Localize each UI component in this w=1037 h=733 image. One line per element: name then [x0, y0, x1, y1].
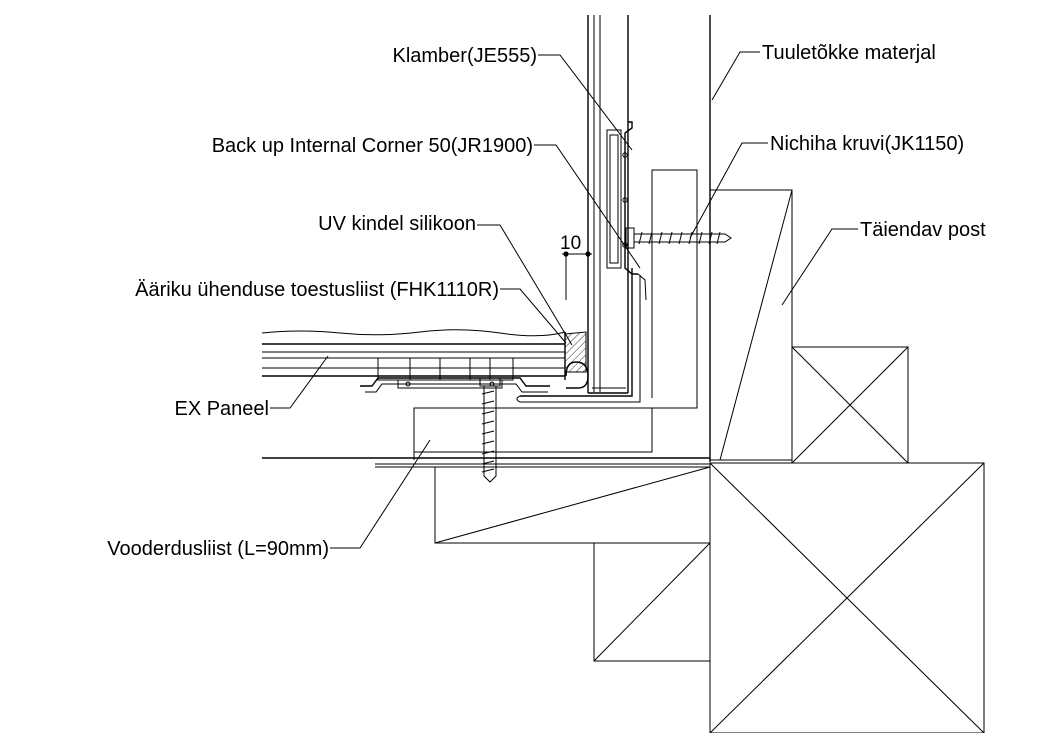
- leader-lines: [270, 51, 858, 549]
- vertical-panel: [587, 15, 629, 394]
- label-klamber: Klamber(JE555): [392, 45, 537, 67]
- furring-strips: [413, 169, 698, 460]
- nichiha-screw-vertical: [479, 377, 501, 483]
- label-furring-strip: Vooderdusliist (L=90mm): [107, 538, 329, 560]
- back-up-internal-corner: [516, 268, 641, 403]
- clamp-je555: [606, 121, 647, 301]
- nichiha-screw-horizontal: [625, 227, 732, 249]
- label-nichiha-screw: Nichiha kruvi(JK1150): [770, 133, 964, 155]
- horizontal-panel: [261, 329, 566, 380]
- uv-silicone-sealant: [564, 331, 589, 389]
- timber-structure: [434, 189, 985, 733]
- label-supplementary-post: Täiendav post: [860, 219, 986, 241]
- dimension-gap: 10: [560, 233, 592, 300]
- label-edge-joint-support: Ääriku ühenduse toestusliist (FHK1110R): [135, 279, 499, 301]
- dimension-gap-value: 10: [560, 233, 581, 254]
- label-uv-silicone: UV kindel silikoon: [318, 213, 476, 235]
- label-ex-panel: EX Paneel: [174, 398, 269, 420]
- label-wind-barrier: Tuuletõkke materjal: [762, 42, 936, 64]
- label-back-up-internal-corner: Back up Internal Corner 50(JR1900): [212, 135, 533, 157]
- edge-joint-support-clamp: [360, 357, 550, 393]
